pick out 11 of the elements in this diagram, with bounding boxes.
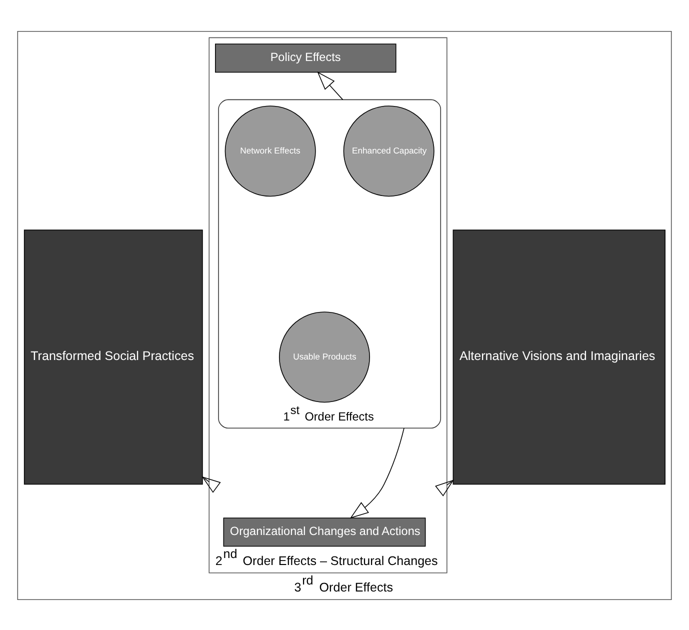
node-box: Policy Effects [215,43,396,72]
node-box: Transformed Social Practices [24,229,203,484]
node-circle: Network Effects [224,105,316,196]
arrow [202,476,221,492]
arrow [350,427,404,518]
arrow [435,479,454,496]
arrow [317,71,344,100]
node-circle: Enhanced Capacity [343,105,434,196]
node-box: Organizational Changes and Actions [223,517,426,546]
node-circle: Usable Products [278,311,370,402]
node-box: Alternative Visions and Imaginaries [452,229,666,484]
